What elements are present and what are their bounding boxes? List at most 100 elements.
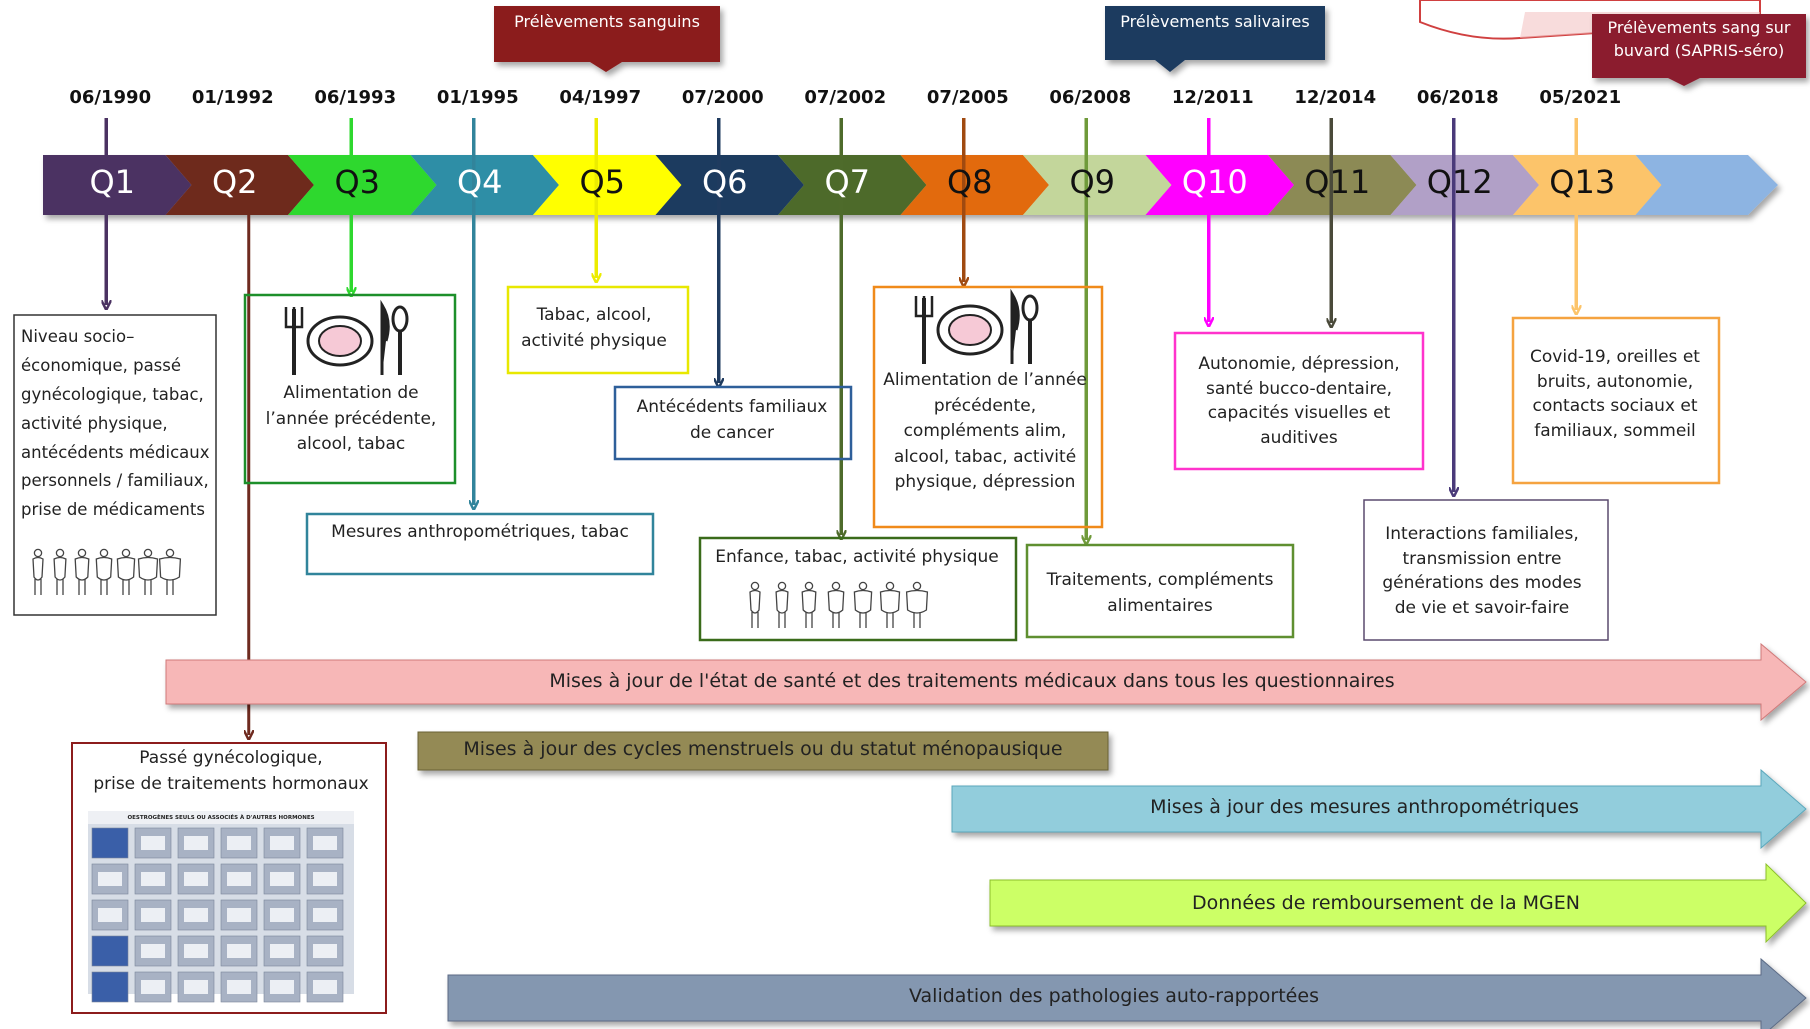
silhouette-head	[858, 581, 868, 591]
hormone-sheet-pack	[270, 872, 294, 886]
body-silhouettes	[32, 548, 929, 628]
label-q11: Q11	[1304, 163, 1371, 201]
hormone-sheet-pack	[313, 944, 337, 958]
silhouette-legs	[778, 612, 786, 628]
silhouette-head	[777, 581, 787, 591]
date-q4: 01/1995	[436, 87, 519, 108]
box-q13	[1511, 316, 1721, 485]
hormone-treatment-sheet	[88, 811, 354, 1003]
silhouettes-q7	[749, 581, 929, 628]
health-update-bar-label: Mises à jour de l'état de santé et des t…	[549, 670, 1395, 692]
chevron-q5	[533, 155, 682, 215]
fork-tines	[284, 307, 304, 329]
label-q13: Q13	[1549, 163, 1616, 201]
hormone-sheet-pack	[270, 836, 294, 850]
q8-topics-text: Alimentation de l’année précédente, comp…	[883, 370, 1087, 492]
knife-icon	[1010, 288, 1020, 364]
hormone-sheet-pack	[227, 908, 251, 922]
hormone-sheet-pack	[227, 944, 251, 958]
anthro-update-bar	[951, 768, 1807, 850]
chevron-q6	[655, 155, 804, 215]
box-q7	[698, 536, 1018, 642]
hormone-sheet-pack	[141, 944, 165, 958]
silhouette-head	[143, 548, 153, 558]
hormone-sheet-pack	[141, 872, 165, 886]
silhouette-body	[801, 589, 817, 614]
hormone-sheet-pack	[141, 908, 165, 922]
blood-sampling-label: Prélèvements sanguins	[514, 12, 700, 31]
label-q8: Q8	[946, 163, 993, 201]
plate-center	[948, 314, 992, 346]
q9-topics-text: Traitements, compléments alimentaires	[1046, 570, 1274, 616]
silhouette-head	[804, 581, 814, 591]
hormone-sheet-title: OESTROGÈNES SEULS OU ASSOCIÉS À D'AUTRES…	[127, 815, 315, 821]
validation-bar	[447, 957, 1807, 1029]
hormone-sheet-pack	[313, 836, 337, 850]
label-q6: Q6	[701, 163, 748, 201]
silhouette-legs	[56, 579, 64, 595]
fork-tines	[914, 296, 934, 318]
plate-icons	[284, 288, 1039, 375]
hormone-sheet-pack	[184, 872, 208, 886]
chevron-q7	[778, 155, 927, 215]
silhouette-body	[879, 589, 901, 614]
date-q11: 12/2014	[1294, 87, 1377, 108]
box-q9	[1025, 543, 1295, 639]
validation-bar-label: Validation des pathologies auto-rapporté…	[909, 985, 1319, 1007]
chevron-q10	[1145, 155, 1294, 215]
silhouette-body	[53, 556, 67, 581]
hormone-sheet-pack	[98, 908, 122, 922]
hormone-sheet-cell	[91, 971, 129, 1003]
silhouette-head	[912, 581, 922, 591]
silhouette-head	[121, 548, 131, 558]
hormone-sheet-pack	[270, 944, 294, 958]
hormone-sheet-pack	[184, 944, 208, 958]
hormone-sheet-pack	[141, 980, 165, 994]
update-arrow-bars	[165, 642, 1807, 1029]
silhouette-body	[158, 556, 182, 581]
chevron-timeline	[43, 155, 1778, 215]
menstrual-update-bar-label: Mises à jour des cycles menstruels ou du…	[463, 738, 1063, 760]
silhouette-legs	[144, 579, 152, 595]
silhouette-body	[32, 556, 44, 581]
silhouette-legs	[913, 612, 921, 628]
silhouette-head	[33, 548, 43, 558]
plate-icon-q3	[284, 299, 409, 375]
silhouette-legs	[832, 612, 840, 628]
menstrual-update-bar	[417, 731, 1109, 771]
label-q9: Q9	[1069, 163, 1116, 201]
box-q6	[613, 385, 853, 461]
box-q10	[1173, 331, 1425, 471]
q1-topics-text: Niveau socio– économique, passé gynécolo…	[21, 327, 210, 520]
q12-topics-text: Interactions familiales, transmission en…	[1382, 524, 1582, 618]
text-box-borders	[13, 285, 1721, 1014]
label-q2: Q2	[211, 163, 258, 201]
hormone-sheet-pack	[270, 908, 294, 922]
chevron-q1	[43, 155, 192, 215]
plate-icon-q8	[914, 288, 1039, 364]
hormone-sheet-pack	[141, 836, 165, 850]
hormone-sheet-pack	[184, 980, 208, 994]
box-q12	[1363, 499, 1609, 641]
q5-topics-text: Tabac, alcool, activité physique	[521, 305, 667, 351]
silhouette-legs	[805, 612, 813, 628]
q6-topics-text: Antécédents familiaux de cancer	[636, 397, 828, 443]
silhouette-head	[55, 548, 65, 558]
silhouette-legs	[122, 579, 130, 595]
silhouette-head	[165, 548, 175, 558]
mgen-reimbursement-bar-label: Données de remboursement de la MGEN	[1192, 892, 1580, 914]
chevron-q11	[1268, 155, 1417, 215]
chevron-q13	[1513, 155, 1662, 215]
hormone-sheet-pack	[227, 980, 251, 994]
date-q10: 12/2011	[1171, 87, 1254, 108]
silhouette-head	[99, 548, 109, 558]
date-q7: 07/2002	[804, 87, 887, 108]
date-q12: 06/2018	[1416, 87, 1499, 108]
box-q3	[243, 293, 457, 485]
silhouette-legs	[100, 579, 108, 595]
label-q1: Q1	[89, 163, 136, 201]
hormone-sheet-cell	[91, 935, 129, 967]
q13-topics-text: Covid-19, oreilles et bruits, autonomie,…	[1530, 347, 1700, 441]
